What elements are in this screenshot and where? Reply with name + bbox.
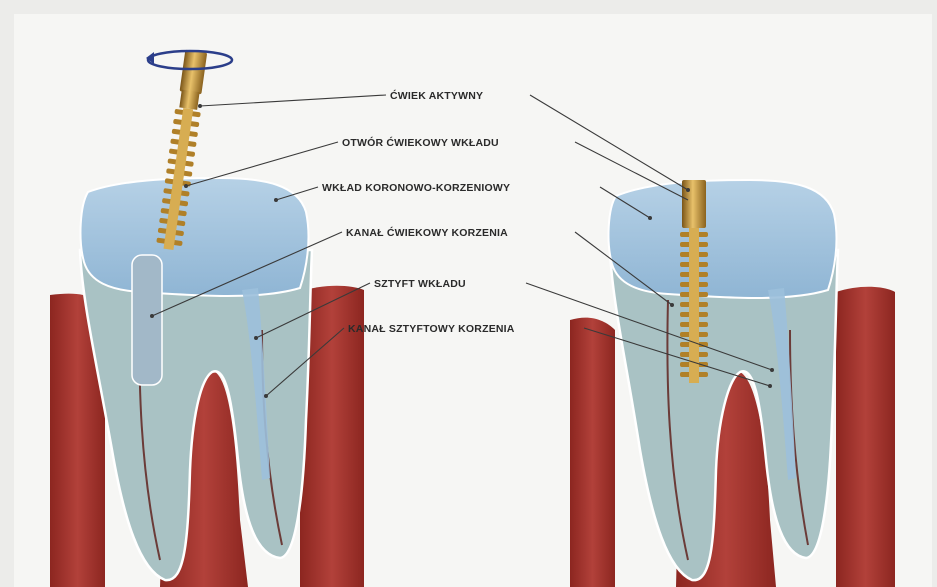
label-root-pin-canal: KANAŁ SZTYFTOWY KORZENIA: [348, 323, 515, 335]
label-post-screw-hole: OTWÓR ĆWIEKOWY WKŁADU: [342, 136, 499, 149]
right-crown-post: [609, 180, 837, 298]
label-root-screw-canal: KANAŁ ĆWIEKOWY KORZENIA: [346, 226, 508, 239]
right-gum-right: [836, 287, 895, 587]
label-post-pin: SZTYFT WKŁADU: [374, 278, 466, 290]
label-active-screw: ĆWIEK AKTYWNY: [390, 89, 483, 102]
left-crown-post: [81, 178, 309, 296]
right-gum-left: [570, 318, 615, 587]
left-screw-canal: [132, 255, 162, 385]
label-crown-root-post: WKŁAD KORONOWO-KORZENIOWY: [322, 182, 510, 194]
